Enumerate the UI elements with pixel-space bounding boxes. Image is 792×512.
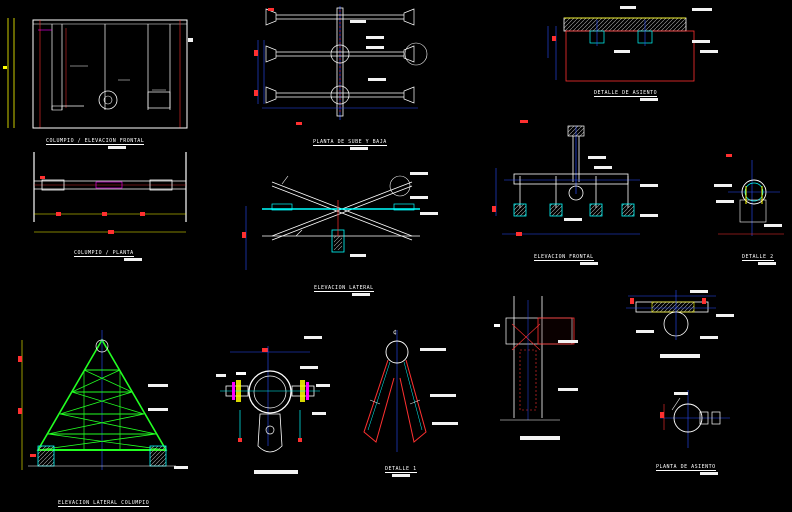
swing-front-elevation	[3, 18, 193, 129]
title-seesaw-front-elevation: ELEVACION FRONTAL	[534, 254, 594, 261]
subtitle-tag	[254, 470, 298, 474]
seat-detail	[547, 6, 718, 82]
scale-tag	[108, 146, 126, 149]
seesaw-front-elevation	[492, 120, 658, 236]
title-seat-plan: PLANTA DE ASIENTO	[656, 464, 716, 471]
title-detail-2: DETALLE 2	[742, 254, 774, 261]
title-seesaw-side-elevation: ELEVACION LATERAL	[314, 285, 374, 292]
swing-side-elevation	[18, 330, 188, 470]
scale-tag	[640, 98, 658, 101]
scale-tag	[758, 262, 776, 265]
title-swing-side-elevation: ELEVACION LATERAL COLUMPIO	[58, 500, 150, 507]
scale-tag	[124, 258, 142, 261]
scale-tag	[350, 147, 368, 150]
subtitle-tag	[520, 436, 560, 440]
seat-plan-view	[660, 390, 730, 448]
title-swing-plan: COLUMPIO / PLANTA	[74, 250, 134, 257]
seat-section	[626, 290, 734, 340]
scale-tag	[392, 474, 410, 477]
clamp-pipe	[248, 370, 292, 414]
post-detail	[494, 296, 578, 421]
pipe-section	[741, 179, 767, 205]
svg-text:¢: ¢	[393, 329, 397, 336]
title-detail-1: DETALLE 1	[385, 466, 417, 473]
seesaw-side-elevation	[242, 172, 438, 270]
scale-tag	[580, 262, 598, 265]
swing-frame	[32, 19, 188, 129]
detail-1: ¢	[363, 329, 458, 452]
title-swing-front-elevation: COLUMPIO / ELEVACION FRONTAL	[46, 138, 145, 145]
clamp-detail	[216, 336, 330, 453]
scale-tag	[700, 472, 718, 475]
scale-tag	[352, 293, 370, 296]
subtitle-tag	[660, 354, 700, 358]
title-seat-detail: DETALLE DE ASIENTO	[594, 90, 658, 97]
tire-seat	[98, 90, 118, 110]
swing-plan-view	[33, 152, 187, 234]
detail-2	[714, 154, 784, 236]
seesaw-plan-view	[254, 6, 428, 125]
title-seesaw-plan: PLANTA DE SUBE Y BAJA	[313, 139, 387, 146]
